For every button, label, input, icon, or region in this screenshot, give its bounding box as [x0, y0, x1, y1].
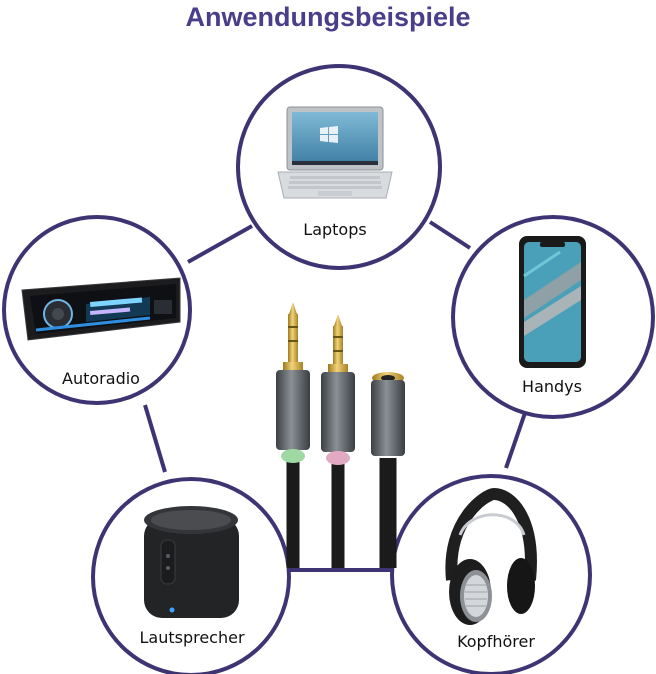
connection-lines — [143, 220, 528, 572]
page-title: Anwendungsbeispiele — [185, 2, 471, 32]
laptop-icon — [277, 106, 393, 199]
kopfhoerer-label: Kopfhörer — [457, 632, 535, 651]
autoradio-label: Autoradio — [62, 369, 140, 388]
laptops-label: Laptops — [303, 220, 367, 239]
speaker-icon — [144, 506, 239, 618]
headphones-icon — [445, 487, 537, 625]
smartphone-icon — [519, 236, 586, 368]
car-radio-icon — [21, 277, 181, 341]
handys-label: Handys — [522, 377, 582, 396]
kopfhoerer-circle — [390, 474, 592, 674]
audio-splitter-cable — [276, 302, 405, 568]
lautsprecher-label: Lautsprecher — [139, 628, 245, 647]
